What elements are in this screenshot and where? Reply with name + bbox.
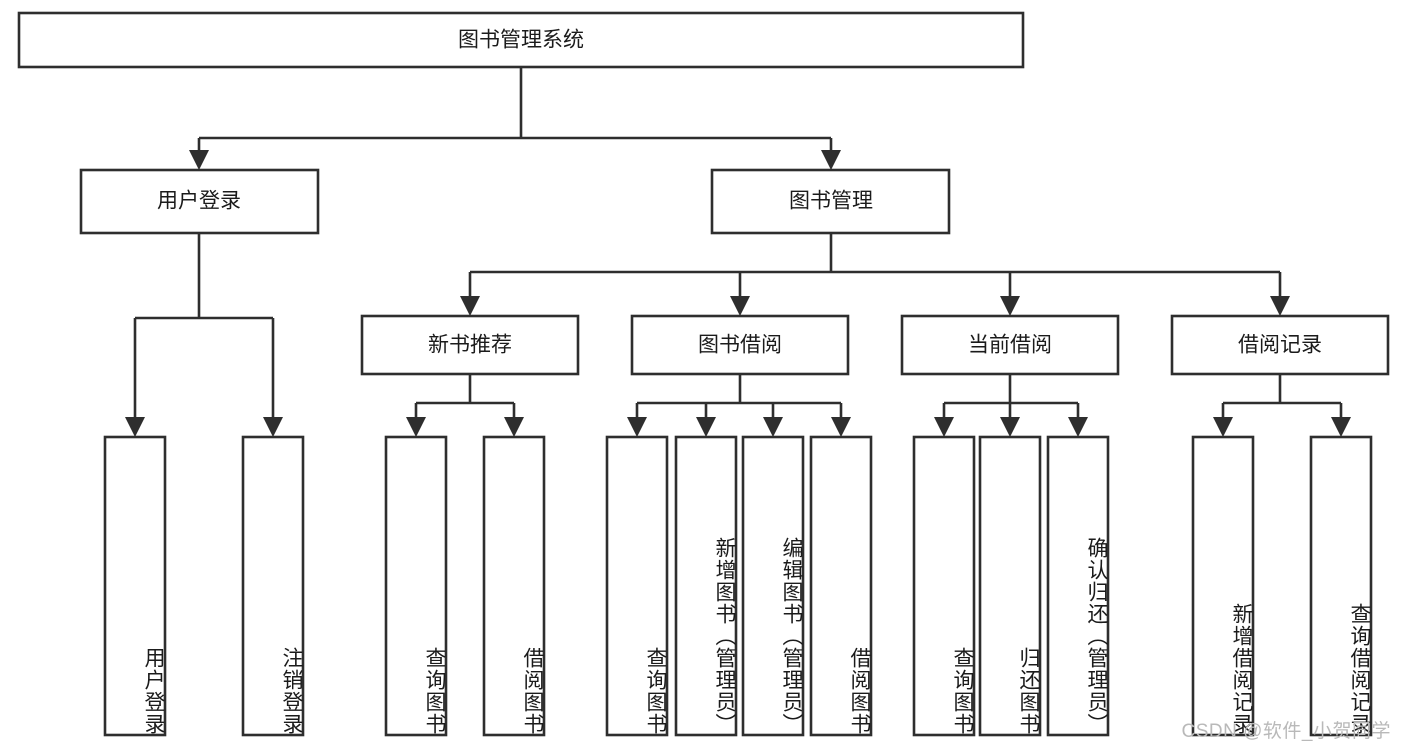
arrow-icon-book-manage	[821, 150, 841, 170]
node-book-manage-box[interactable]	[710, 168, 951, 235]
node-current-borrow-label: 当前借阅	[968, 334, 1052, 357]
arrow-icon-leaf-user-2	[263, 417, 283, 437]
leaf-box-newbook-1[interactable]	[384, 435, 448, 737]
node-root-label: 图书管理系统	[458, 29, 584, 52]
arrow-icon-leaf-currentborrow-1	[934, 417, 954, 437]
leaf-box-currentborrow-1[interactable]	[912, 435, 976, 737]
arrow-icon-leaf-user-1	[125, 417, 145, 437]
node-user-login-box[interactable]	[79, 168, 320, 235]
leaf-box-bookborrow-1[interactable]	[605, 435, 669, 737]
arrow-icon-leaf-newbook-1	[406, 417, 426, 437]
arrow-icon-leaf-bookborrow-2	[696, 417, 716, 437]
arrow-icon-book-borrow	[730, 296, 750, 316]
node-new-book-label: 新书推荐	[428, 334, 512, 357]
leaf-box-borrowrecord-2[interactable]	[1309, 435, 1373, 737]
arrow-icon-leaf-bookborrow-3	[763, 417, 783, 437]
leaf-box-user-1[interactable]	[103, 435, 167, 737]
arrow-icon-leaf-currentborrow-2	[1000, 417, 1020, 437]
node-borrow-record-box[interactable]	[1170, 314, 1390, 376]
node-user-login-label: 用户登录	[157, 190, 241, 213]
node-borrow-record-label: 借阅记录	[1238, 334, 1322, 357]
leaf-box-currentborrow-2[interactable]	[978, 435, 1042, 737]
arrow-icon-new-book	[460, 296, 480, 316]
nodes: 图书管理系统 用户登录 图书管理 新书推荐 图书借阅 当前借阅 借阅记录	[17, 11, 1390, 737]
node-new-book-box[interactable]	[360, 314, 580, 376]
arrowheads	[125, 150, 1351, 437]
arrow-icon-user-login	[189, 150, 209, 170]
arrow-icon-leaf-currentborrow-3	[1068, 417, 1088, 437]
leaf-box-bookborrow-3[interactable]	[741, 435, 805, 737]
arrow-icon-leaf-bookborrow-1	[627, 417, 647, 437]
node-current-borrow-box[interactable]	[900, 314, 1120, 376]
leaf-box-currentborrow-3[interactable]	[1046, 435, 1110, 737]
arrow-icon-leaf-newbook-2	[504, 417, 524, 437]
arrow-icon-leaf-borrowrecord-2	[1331, 417, 1351, 437]
watermark-text: CSDN @软件_小贺同学	[1181, 721, 1391, 742]
leaf-box-bookborrow-2[interactable]	[674, 435, 738, 737]
leaf-box-user-2[interactable]	[241, 435, 305, 737]
arrow-icon-current-borrow	[1000, 296, 1020, 316]
node-book-manage-label: 图书管理	[789, 190, 873, 213]
node-root-box[interactable]	[17, 11, 1025, 69]
leaf-box-borrowrecord-1[interactable]	[1191, 435, 1255, 737]
leaf-box-bookborrow-4[interactable]	[809, 435, 873, 737]
arrow-icon-borrow-record	[1270, 296, 1290, 316]
connectors	[133, 67, 1343, 418]
arrow-icon-leaf-bookborrow-4	[831, 417, 851, 437]
node-book-borrow-box[interactable]	[630, 314, 850, 376]
node-book-borrow-label: 图书借阅	[698, 334, 782, 357]
arrow-icon-leaf-borrowrecord-1	[1213, 417, 1233, 437]
leaf-box-newbook-2[interactable]	[482, 435, 546, 737]
